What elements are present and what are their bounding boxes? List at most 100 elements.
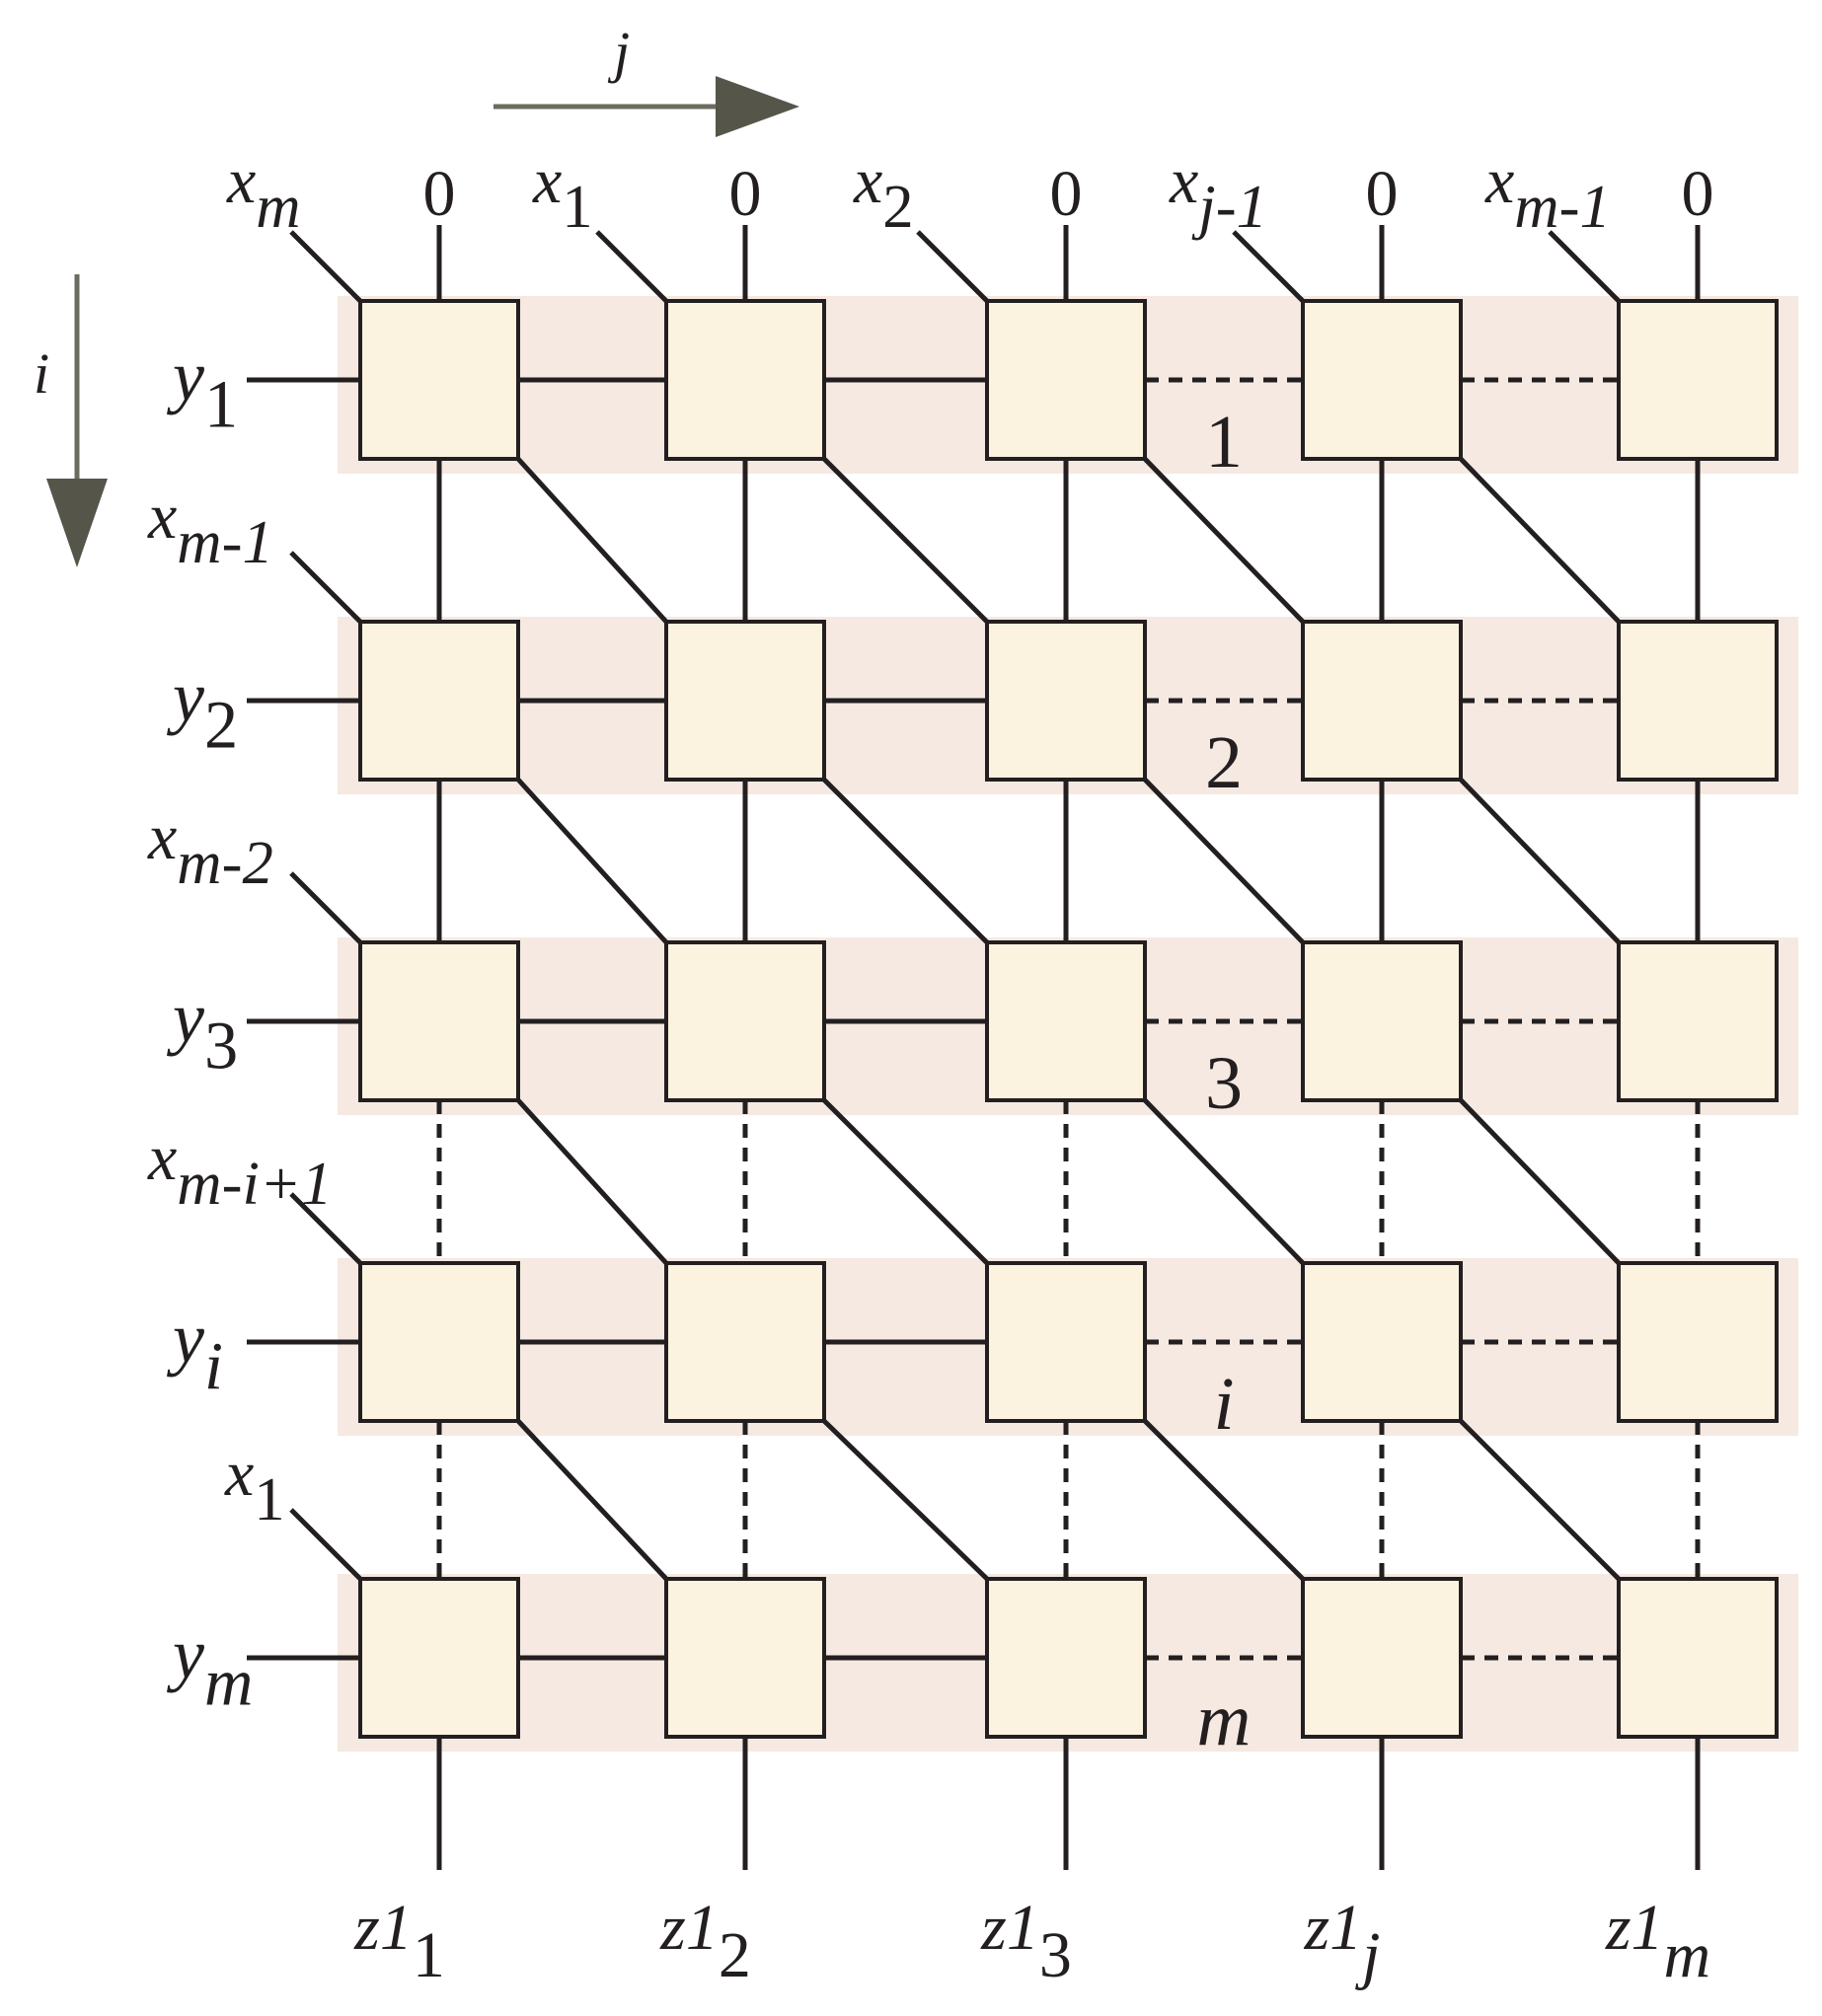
z-output-label-2-base: z1	[659, 1892, 719, 1964]
j-direction-arrow	[493, 76, 799, 137]
top-zero-label-1: 0	[423, 158, 456, 230]
y-input-label-4-base: y	[166, 1299, 204, 1378]
x-input-diagonal-top-2	[595, 230, 668, 303]
y-input-label-3-sub: 3	[204, 1008, 238, 1083]
z-output-label-1-base: z1	[353, 1892, 413, 1964]
y-input-label-5-sub: m	[204, 1644, 253, 1719]
x-input-diagonal-left-1	[289, 551, 362, 624]
x-input-label-top-2: x1	[532, 145, 593, 241]
x-input-diagonal-left-4	[289, 1508, 362, 1581]
x-input-label-left-4-base: x	[224, 1438, 254, 1510]
diagonal-link-r1-c4	[1459, 457, 1621, 624]
z-output-label-5-sub: m	[1664, 1919, 1711, 1991]
processing-cell-r3-c2	[664, 940, 826, 1102]
diagonal-link-r4-c4	[1459, 1419, 1621, 1581]
x-input-label-top-5-base: x	[1484, 145, 1514, 217]
z-output-label-2-sub: 2	[719, 1919, 751, 1991]
x-input-label-top-4-sub: j-1	[1191, 172, 1267, 241]
x-input-label-left-1-base: x	[147, 481, 177, 553]
processing-cell-r5-c1	[358, 1577, 520, 1739]
y-input-label-1-sub: 1	[204, 366, 238, 441]
diagonal-link-r2-c1	[516, 778, 668, 944]
diagonal-link-r4-c3	[1143, 1419, 1305, 1581]
row-number-label-2: 2	[1205, 721, 1243, 804]
j-axis-label: j	[607, 20, 630, 84]
top-zero-label-2: 0	[729, 158, 762, 230]
top-zero-label-4: 0	[1366, 158, 1399, 230]
y-input-label-2-base: y	[166, 657, 204, 736]
connection-wires	[247, 225, 1701, 1870]
x-input-label-top-1-sub: m	[256, 172, 300, 241]
processing-cell-r5-c2	[664, 1577, 826, 1739]
processing-cell-r2-c3	[985, 620, 1147, 782]
x-input-label-top-2-sub: 1	[562, 172, 592, 241]
processing-cell-r4-c1	[358, 1261, 520, 1423]
diagonal-link-r3-c2	[822, 1098, 989, 1265]
processing-cell-r4-c5	[1617, 1261, 1779, 1423]
x-input-label-left-4-sub: 1	[254, 1464, 284, 1533]
x-input-label-top-5: xm-1	[1484, 145, 1611, 241]
z-output-label-3-sub: 3	[1039, 1919, 1072, 1991]
diagonal-link-r2-c4	[1459, 778, 1621, 944]
i-direction-arrow	[46, 274, 108, 567]
processing-cell-r2-c2	[664, 620, 826, 782]
processing-cell-r3-c5	[1617, 940, 1779, 1102]
z-output-label-3: z13	[980, 1892, 1072, 1991]
x-input-label-top-4: xj-1	[1169, 145, 1267, 241]
y-input-label-4: yi	[166, 1299, 223, 1403]
y-input-label-1: y1	[166, 336, 238, 441]
x-input-label-top-3: x2	[853, 145, 914, 241]
diagonal-link-r3-c4	[1459, 1098, 1621, 1265]
diagonal-link-r3-c1	[516, 1098, 668, 1265]
row-number-label-1: 1	[1205, 401, 1243, 484]
x-input-label-top-1: xm	[226, 145, 301, 241]
x-input-label-top-5-sub: m-1	[1514, 172, 1611, 241]
diagonal-link-r1-c1	[516, 457, 668, 624]
x-input-label-left-4: x1	[224, 1438, 285, 1533]
diagonal-link-r4-c1	[516, 1419, 668, 1581]
z-output-label-4: z1j	[1303, 1892, 1380, 1991]
processing-cell-r5-c3	[985, 1577, 1147, 1739]
y-input-label-4-sub: i	[204, 1328, 223, 1403]
x-input-label-left-3-sub: m-i+1	[177, 1149, 332, 1218]
processing-cell-r4-c3	[985, 1261, 1147, 1423]
x-input-label-left-2: xm-2	[147, 801, 273, 897]
z-output-label-5-base: z1	[1605, 1892, 1664, 1964]
y-input-label-2-sub: 2	[204, 687, 238, 762]
x-input-diagonal-top-4	[1232, 230, 1305, 303]
diagonal-link-r4-c2	[822, 1419, 989, 1581]
processing-cell-r1-c3	[985, 299, 1147, 461]
processing-cells	[358, 299, 1779, 1739]
x-input-label-left-2-base: x	[147, 801, 177, 873]
diagonal-link-r2-c3	[1143, 778, 1305, 944]
y-input-label-3-base: y	[166, 978, 204, 1057]
processing-cell-r2-c5	[1617, 620, 1779, 782]
x-input-label-top-3-base: x	[853, 145, 882, 217]
z-output-label-1: z11	[353, 1892, 445, 1991]
processing-cell-r5-c5	[1617, 1577, 1779, 1739]
processing-cell-r1-c5	[1617, 299, 1779, 461]
processing-cell-r3-c4	[1301, 940, 1463, 1102]
x-input-diagonal-left-3	[289, 1192, 362, 1265]
x-input-diagonal-top-5	[1548, 230, 1621, 303]
row-number-label-3: 3	[1205, 1042, 1243, 1125]
processing-cell-r1-c1	[358, 299, 520, 461]
diagonal-link-r1-c2	[822, 457, 989, 624]
z-output-label-1-sub: 1	[413, 1919, 445, 1991]
processing-cell-r4-c2	[664, 1261, 826, 1423]
y-input-label-5: ym	[166, 1614, 253, 1719]
top-zero-label-3: 0	[1050, 158, 1083, 230]
x-input-label-top-1-base: x	[226, 145, 256, 217]
diagonal-link-r1-c3	[1143, 457, 1305, 624]
diagonal-link-r3-c3	[1143, 1098, 1305, 1265]
z-output-label-2: z12	[659, 1892, 751, 1991]
x-input-label-top-2-base: x	[532, 145, 562, 217]
x-input-label-left-3-base: x	[147, 1122, 177, 1194]
processing-cell-r2-c4	[1301, 620, 1463, 782]
y-input-label-3: y3	[166, 978, 238, 1083]
y-input-label-2: y2	[166, 657, 238, 762]
z-output-label-3-base: z1	[980, 1892, 1039, 1964]
x-input-label-left-2-sub: m-2	[177, 828, 273, 897]
processing-cell-r4-c4	[1301, 1261, 1463, 1423]
